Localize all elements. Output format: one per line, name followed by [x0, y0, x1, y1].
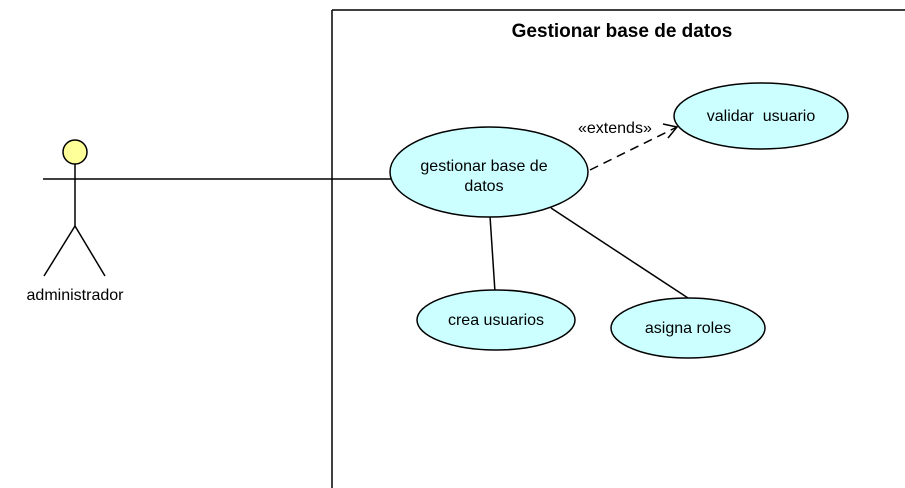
use-case-validar-label: validar usuario — [707, 108, 816, 125]
actor-administrador[interactable] — [43, 139, 107, 277]
use-case-crea-label: crea usuarios — [448, 312, 544, 329]
use-case-validar-usuario[interactable]: validar usuario — [673, 82, 849, 150]
extends-arrowhead — [662, 123, 679, 139]
actor-left-leg — [43, 225, 76, 277]
use-case-asigna-label: asigna roles — [645, 320, 731, 337]
extends-label: «extends» — [578, 120, 652, 137]
use-case-gestionar-base-de-datos[interactable]: gestionar base de datos — [389, 126, 589, 218]
actor-right-leg — [74, 225, 106, 277]
actor-head — [62, 139, 88, 165]
use-case-asigna-roles[interactable]: asigna roles — [610, 297, 766, 359]
use-case-crea-usuarios[interactable]: crea usuarios — [416, 289, 576, 351]
use-case-gestionar-line2: datos — [464, 178, 503, 195]
use-case-gestionar-line1: gestionar base de — [420, 158, 547, 175]
system-title: Gestionar base de datos — [512, 21, 733, 42]
association-gestionar-crea — [489, 215, 496, 293]
system-boundary — [331, 9, 905, 488]
actor-label: administrador — [27, 287, 125, 304]
extends-dependency — [589, 126, 678, 171]
association-gestionar-asigna — [550, 207, 689, 299]
